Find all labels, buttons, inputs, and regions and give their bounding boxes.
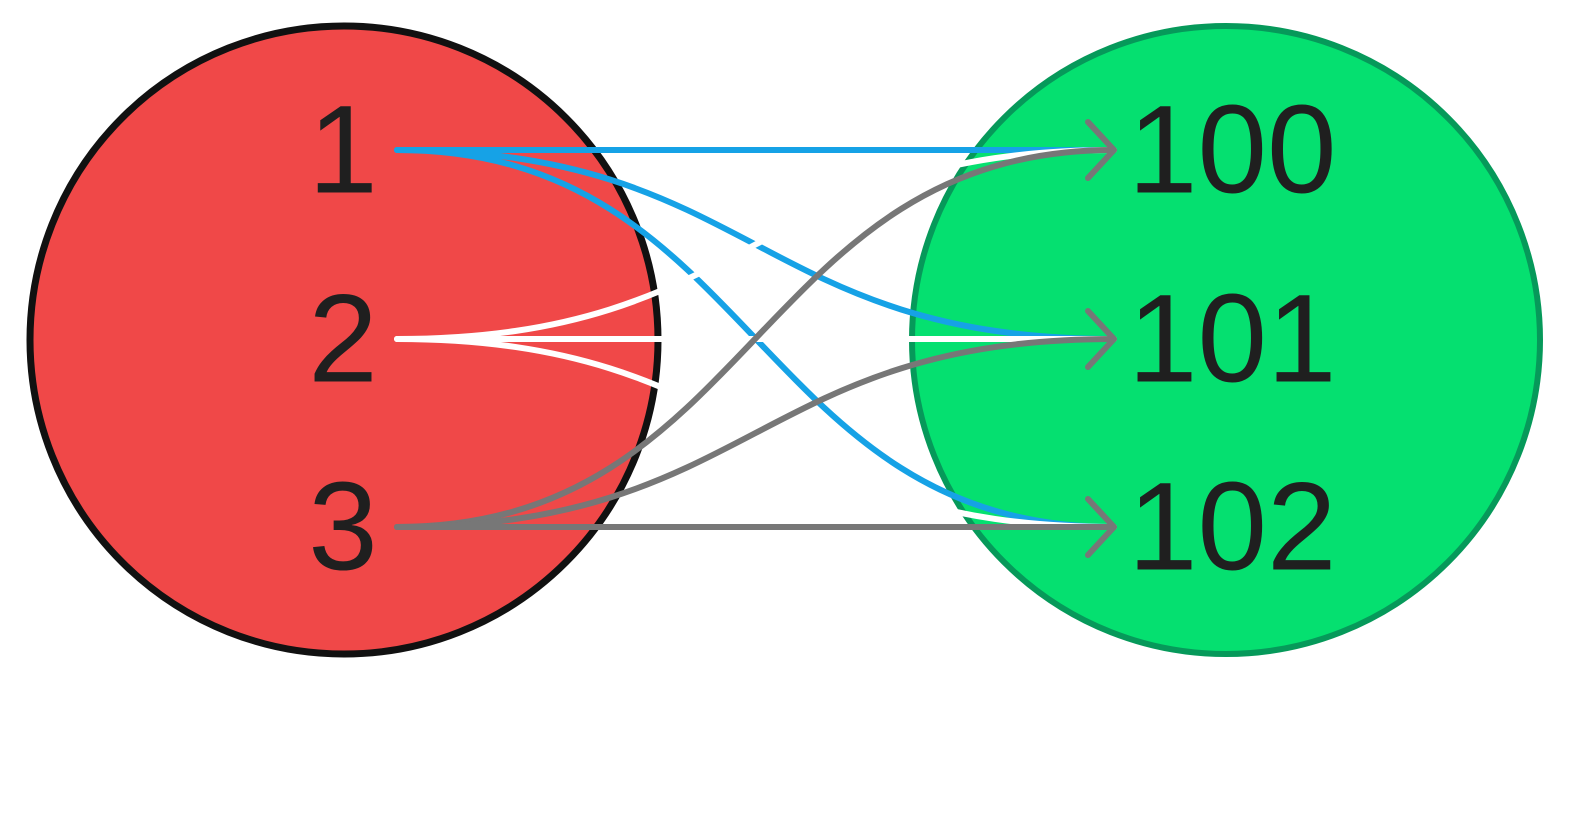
codomain-element-label: 101 xyxy=(1128,270,1337,409)
sets-layer xyxy=(26,22,1543,658)
labels-layer: 1 2 3 100 101 102 xyxy=(308,81,1336,597)
domain-element-label: 2 xyxy=(308,270,378,409)
mapping-edge-2-to-100 xyxy=(394,147,1117,342)
arrowheads-layer xyxy=(1085,119,1117,558)
codomain-element-label: 102 xyxy=(1128,458,1337,597)
mapping-edge-3-to-100 xyxy=(394,147,1117,530)
codomain-element-label: 100 xyxy=(1128,81,1337,220)
arrowhead-102 xyxy=(1085,496,1117,558)
mapping-edge-3-to-101 xyxy=(394,336,1117,530)
arrowhead-100 xyxy=(1085,119,1117,181)
arrowhead-101 xyxy=(1085,308,1117,370)
edges-layer xyxy=(394,146,1117,531)
domain-element-label: 3 xyxy=(308,458,378,597)
domain-element-label: 1 xyxy=(308,81,378,220)
